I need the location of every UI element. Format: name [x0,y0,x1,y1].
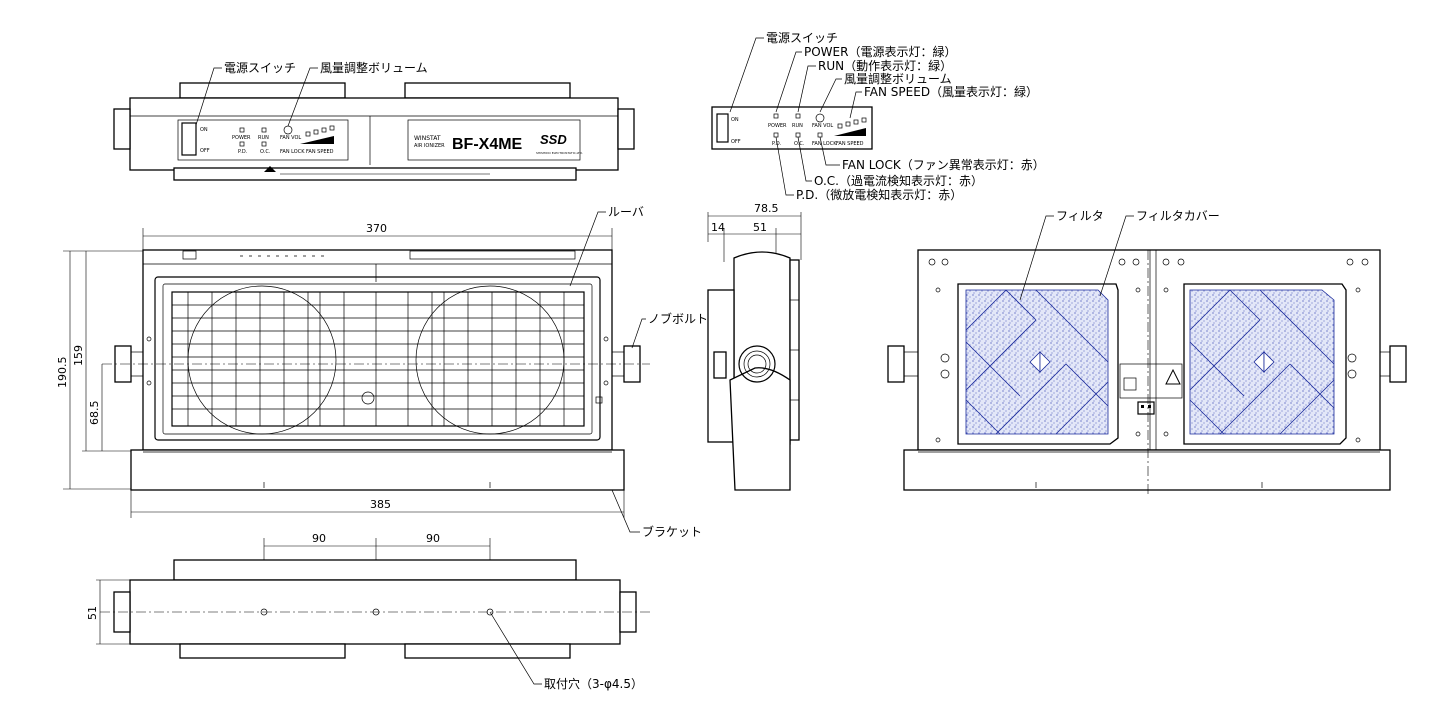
bottom-view: 90 90 51 取付穴（3-φ4.5） [86,532,650,691]
front-callout-power-switch: 電源スイッチ [224,61,296,75]
dim-side-depth: 78.5 [754,202,779,215]
side-knob [713,351,727,379]
rear-caution-icon [1165,368,1181,385]
front-maker-logo: SSD [540,132,567,147]
mounting-hole-2 [372,608,380,616]
panel-detail: ON OFF POWER RUN FAN VOL P.D. O.C. FAN L… [711,31,1045,202]
panel-fanvol-label: FAN VOL [812,123,833,129]
front-brand-2: AIR IONIZER [414,143,445,149]
front-control-panel [177,119,349,161]
panel-callout-pd: P.D.（微放電検知表示灯：赤） [796,187,962,202]
top-bracket [130,449,625,491]
front-maker-name: SHISHIDO ELECTROSTATIC,LTD. [536,151,583,155]
mounting-hole-3 [486,608,494,616]
front-knob-left [113,108,131,150]
front-upper-louver-left [179,82,346,99]
side-bracket [729,367,791,491]
top-view: 370 [56,205,708,539]
panel-on-label: ON [731,117,739,123]
dim-width-370: 370 [366,222,387,235]
rear-view: フィルタ フィルタカバー [887,209,1407,495]
front-ind-run: RUN [258,135,269,141]
front-ind-fanlock: FAN LOCK [280,149,305,155]
panel-fanlock-label: FAN LOCK [812,141,837,147]
panel-callout-oc: O.C.（過電流検知表示灯：赤） [814,174,983,188]
dim-side-offset: 14 [711,221,725,234]
panel-callout-fanlock: FAN LOCK（ファン異常表示灯：赤） [842,158,1045,172]
front-speed-bar [300,136,334,144]
panel-speed-bar [834,128,866,136]
louver-grille [171,285,585,435]
panel-run-label: RUN [792,123,803,129]
front-brand-1: WINSTAT [414,135,441,142]
front-name-plate [407,119,581,161]
front-knob-right [617,108,635,150]
rear-knob-right [1389,345,1407,383]
label-mounting-holes: 取付穴（3-φ4.5） [544,676,643,691]
panel-fanspeed-label: FAN SPEED [836,141,864,147]
filter-left [965,289,1109,435]
front-view: ON OFF POWER RUN FAN VOL P.D. O.C. FAN L… [113,60,635,181]
front-power-switch [181,122,197,156]
front-ind-fanspeed: FAN SPEED [306,149,334,155]
panel-callout-power: POWER（電源表示灯：緑） [804,44,956,59]
dim-height: 159 [72,345,85,366]
bottom-louver-right [404,643,571,659]
warning-icon [264,166,276,172]
panel-detail-switch [716,113,729,143]
rear-bracket [903,449,1391,491]
panel-callout-run: RUN（動作表示灯：緑） [818,58,952,73]
front-ind-fanvol: FAN VOL [280,135,301,141]
front-upper-louver-right [404,82,571,99]
label-louver: ルーバ [608,205,644,219]
side-view: 78.5 14 51 [707,202,802,491]
front-housing [129,97,619,171]
front-ind-pd: P.D. [238,149,248,155]
label-bracket: ブラケット [642,524,702,539]
front-callout-volume: 風量調整ボリューム [320,60,428,75]
rear-connector [1137,401,1155,415]
panel-callout-volume: 風量調整ボリューム [844,71,952,86]
dim-pitch-left: 90 [312,532,326,545]
front-ind-oc: O.C. [260,149,271,155]
panel-callout-switch: 電源スイッチ [766,31,838,45]
front-model-name: BF-X4ME [452,136,523,153]
panel-pd-label: P.D. [772,141,782,147]
dim-axis-height: 68.5 [88,401,101,426]
panel-off-label: OFF [731,139,741,145]
dim-side-bracket: 51 [753,221,767,234]
label-filter-cover: フィルタカバー [1136,209,1220,223]
filter-right [1189,289,1335,435]
dim-bottom-depth: 51 [86,606,99,620]
dim-total-width: 385 [370,498,391,511]
side-knob-face [738,345,776,383]
mounting-hole-1 [260,608,268,616]
rear-rating-label [1119,363,1183,399]
front-switch-on-label: ON [200,127,208,133]
dim-pitch-right: 90 [426,532,440,545]
label-filter: フィルタ [1056,209,1104,223]
panel-callout-fanspeed: FAN SPEED（風量表示灯：緑） [864,84,1038,99]
front-switch-off-label: OFF [200,148,210,154]
panel-detail-box [711,106,873,150]
rear-knob-left [887,345,905,383]
bottom-top-band [173,559,577,581]
top-housing [142,249,613,451]
panel-power-label: POWER [768,123,787,129]
label-knob-bolt: ノブボルト [648,311,708,326]
bottom-louver-left [179,643,346,659]
louver-frame [154,276,601,441]
dim-total-height: 190.5 [56,357,69,389]
front-ind-power: POWER [232,135,251,141]
